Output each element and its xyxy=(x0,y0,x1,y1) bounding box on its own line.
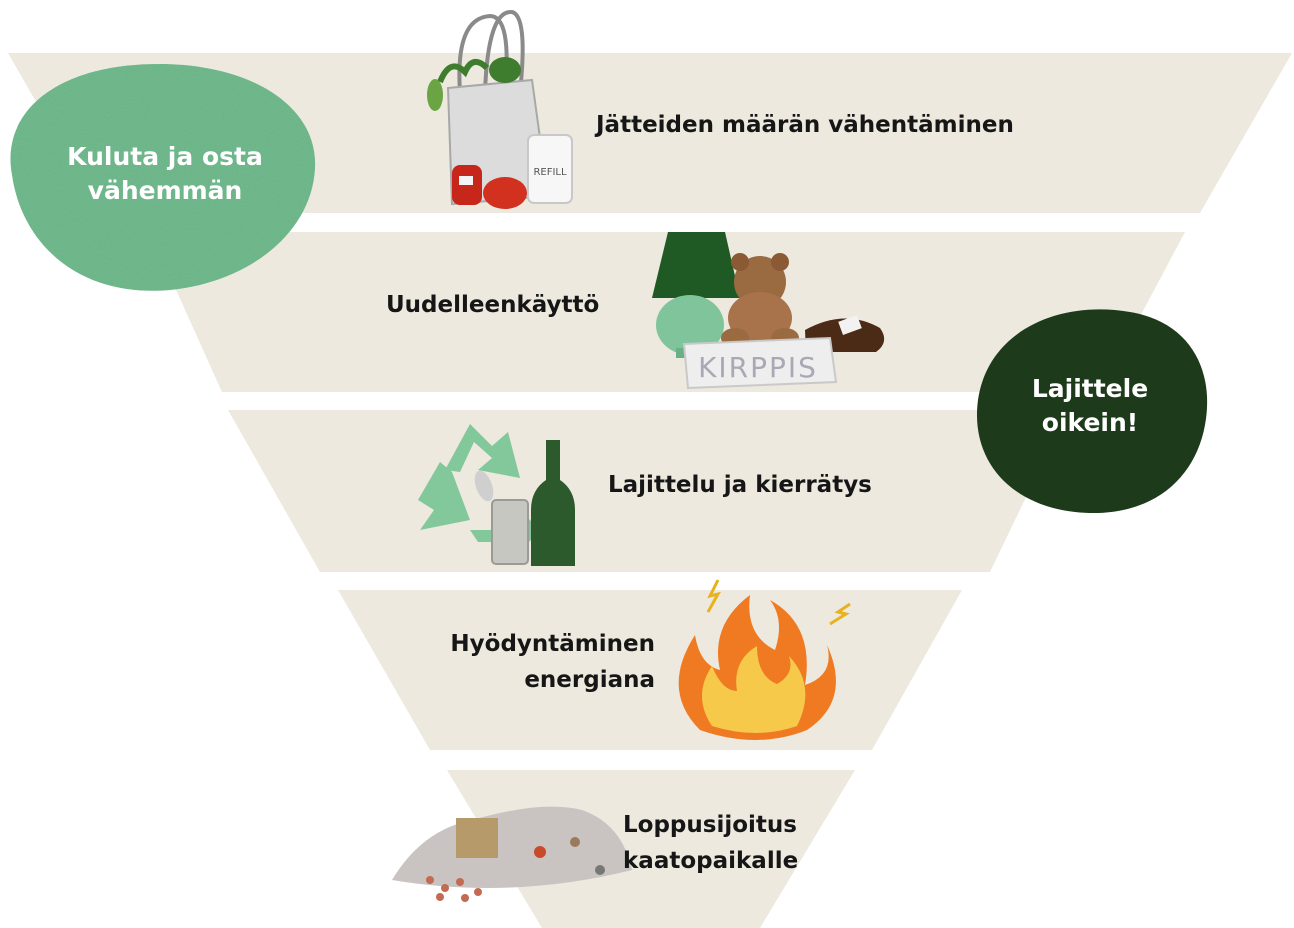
fire-icon xyxy=(678,579,851,740)
sort-right-blob xyxy=(976,309,1208,514)
tier-4-label: Hyödyntäminen energiana xyxy=(450,631,655,693)
tier-2-label: Uudelleenkäyttö xyxy=(386,292,600,318)
consume-less-blob xyxy=(10,63,316,291)
second-hand-items-icon xyxy=(652,232,885,390)
landfill-icon xyxy=(392,806,632,902)
sort-right-label: Lajittele oikein! xyxy=(1031,374,1149,437)
tier-1-label: Jätteiden määrän vähentäminen xyxy=(596,112,1014,138)
refill-label: REFILL xyxy=(533,167,567,178)
tier-5-label: Loppusijoitus kaatopaikalle xyxy=(623,812,799,874)
consume-less-label: Kuluta ja osta vähemmän xyxy=(67,142,263,205)
tier-1-band xyxy=(8,53,1292,213)
shopping-bag-icon xyxy=(427,10,573,209)
recycling-icon xyxy=(418,424,575,566)
kirppis-sign-text: KIRPPIS xyxy=(698,351,818,384)
tier-3-band xyxy=(228,410,1068,572)
tier-3-label: Lajittelu ja kierrätys xyxy=(608,472,872,498)
